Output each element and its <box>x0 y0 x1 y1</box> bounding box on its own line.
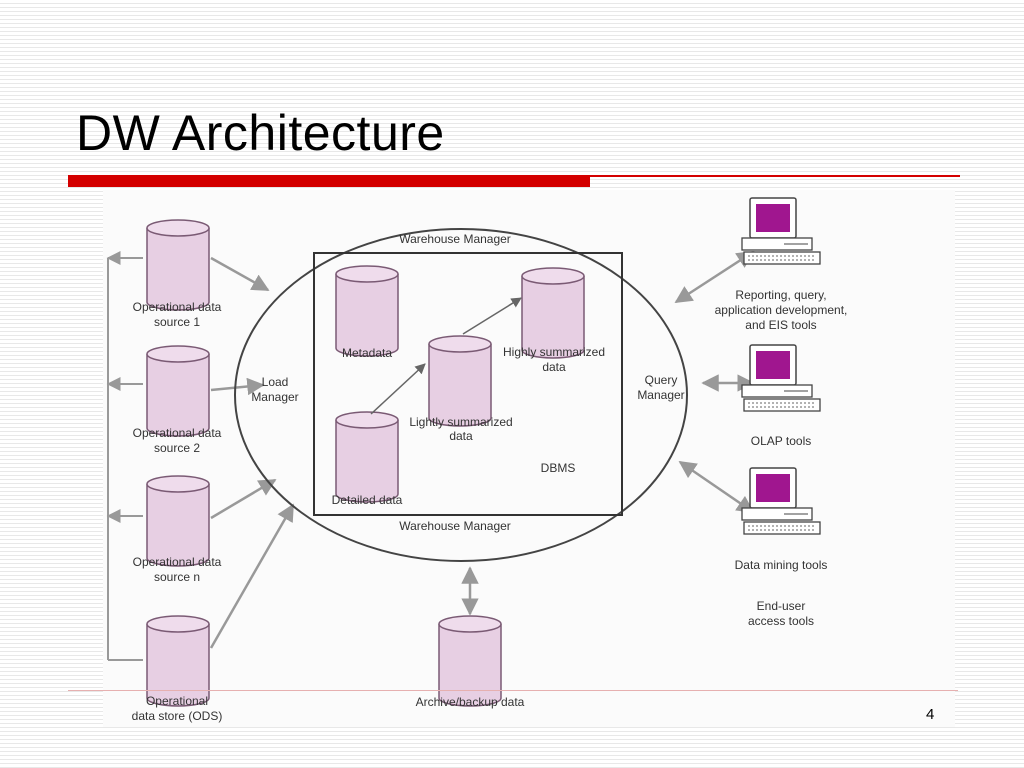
arrow-lightly-highly <box>462 297 522 335</box>
reporting-tools-label-line3: and EIS tools <box>745 318 816 332</box>
source1-label-line2: source 1 <box>154 315 200 329</box>
ods-cylinder <box>146 615 210 707</box>
arrow-detailed-lightly <box>370 363 426 415</box>
operational-data-source-n-cylinder <box>146 475 210 567</box>
detailed-data-label: Detailed data <box>332 493 403 507</box>
metadata-label: Metadata <box>342 346 392 360</box>
archive-label: Archive/backup data <box>416 695 525 709</box>
warehouse-ellipse <box>234 228 688 562</box>
lightly-summarized-label-line1: Lightly summarized <box>409 415 512 429</box>
title-underline-thick <box>68 175 590 187</box>
title-underline-thin <box>590 175 960 177</box>
sourcen-label-line1: Operational data <box>133 555 222 569</box>
highly-summarized-label-line1: Highly summarized <box>503 345 605 359</box>
page-number: 4 <box>926 706 935 723</box>
lightly-summarized-cylinder <box>428 335 492 427</box>
arrow-source1-load <box>210 256 270 292</box>
lightly-summarized-label-line2: data <box>449 429 473 443</box>
load-manager-label-line2: Manager <box>251 390 298 404</box>
ods-label-line2: data store (ODS) <box>132 709 223 723</box>
end-user-tools-label-line2: access tools <box>748 614 814 628</box>
dbms-box <box>313 252 623 516</box>
dw-architecture-diagram: Operational data source 1 Operational da… <box>103 190 955 727</box>
source2-label-line2: source 2 <box>154 441 200 455</box>
operational-data-source-1-cylinder <box>146 219 210 311</box>
sourcen-label-line2: source n <box>154 570 200 584</box>
data-mining-tools-label: Data mining tools <box>735 558 828 572</box>
arrow-query-datamining <box>678 460 755 514</box>
highly-summarized-label-line2: data <box>542 360 566 374</box>
warehouse-manager-top-label: Warehouse Manager <box>399 232 511 246</box>
olap-computer-icon <box>741 344 821 412</box>
dbms-label: DBMS <box>541 461 576 475</box>
reporting-tools-label-line2: application development, <box>715 303 848 317</box>
metadata-cylinder <box>335 265 399 357</box>
arrow-sourcen-load <box>210 478 277 520</box>
operational-data-source-2-cylinder <box>146 345 210 437</box>
arrow-source2-load <box>210 377 265 396</box>
archive-cylinder <box>438 615 502 707</box>
olap-tools-label: OLAP tools <box>751 434 811 448</box>
query-manager-label-line1: Query <box>645 373 678 387</box>
source1-label-line1: Operational data <box>133 300 222 314</box>
arrow-query-reporting <box>674 250 755 304</box>
load-manager-label-line1: Load <box>262 375 289 389</box>
reporting-computer-icon <box>741 197 821 265</box>
feedback-brackets <box>106 251 143 661</box>
reporting-tools-label-line1: Reporting, query, <box>735 288 826 302</box>
footer-rule <box>68 690 958 691</box>
data-mining-computer-icon <box>741 467 821 535</box>
arrow-ods-load <box>209 503 295 649</box>
ods-label-line1: Operational <box>146 694 208 708</box>
query-manager-label-line2: Manager <box>637 388 684 402</box>
warehouse-manager-bottom-label: Warehouse Manager <box>399 519 511 533</box>
slide-title: DW Architecture <box>76 105 445 161</box>
source2-label-line1: Operational data <box>133 426 222 440</box>
end-user-tools-label-line1: End-user <box>757 599 806 613</box>
detailed-data-cylinder <box>335 411 399 503</box>
